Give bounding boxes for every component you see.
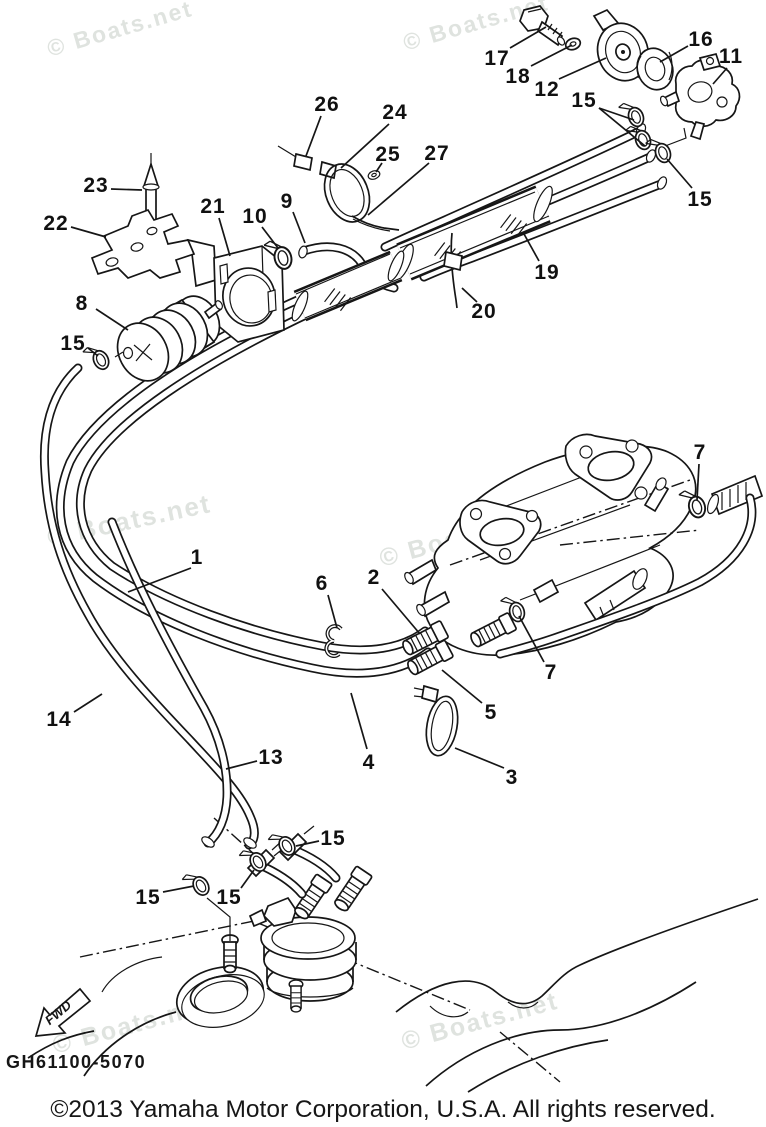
callout-leader-line <box>523 233 540 262</box>
callout-leader-line <box>350 692 368 750</box>
part-callout-15: 15 <box>320 827 345 850</box>
callout-leader-line <box>558 57 607 80</box>
part-callout-27: 27 <box>424 142 449 165</box>
fuel-hoses <box>44 245 428 894</box>
part-callout-9: 9 <box>281 190 294 213</box>
part-callout-11: 11 <box>719 45 743 68</box>
part-callout-7: 7 <box>545 661 558 684</box>
tank-filler-ring <box>175 965 265 1028</box>
callout-leader-line <box>292 211 306 244</box>
callout-leader-line <box>327 594 338 629</box>
part-callout-17: 17 <box>484 47 509 70</box>
part-callout-5: 5 <box>485 701 498 724</box>
part-callout-26: 26 <box>314 93 339 116</box>
callout-leader-line <box>712 67 728 85</box>
copyright-text: ©2013 Yamaha Motor Corporation, U.S.A. A… <box>50 1096 716 1123</box>
part-callout-1: 1 <box>191 546 204 569</box>
callout-leader-line <box>110 188 143 191</box>
watermark: © Boats.net <box>44 0 195 61</box>
callout-leader-line <box>73 693 103 713</box>
callout-leader-line <box>659 45 689 63</box>
callout-leader-line <box>381 588 421 635</box>
callout-leader-line <box>461 287 478 303</box>
callout-leader-line <box>162 885 195 893</box>
callout-leader-line <box>598 107 646 147</box>
watermark: © Boats.net <box>398 987 561 1056</box>
callout-leader-line <box>367 162 430 216</box>
part-callout-15: 15 <box>687 188 712 211</box>
cable-tie-20 <box>443 232 463 309</box>
bracket-22 <box>90 208 217 288</box>
part-callout-18: 18 <box>505 65 530 88</box>
callout-leader-line <box>240 869 255 889</box>
callout-leader-line <box>509 26 547 49</box>
bottom-fittings <box>180 825 315 902</box>
callout-leader-line <box>218 217 231 257</box>
part-callout-19: 19 <box>534 261 559 284</box>
part-callout-13: 13 <box>258 746 283 769</box>
cable-tie-3 <box>413 684 459 757</box>
callout-leader-line <box>340 123 390 169</box>
filter-holder-21 <box>213 245 285 343</box>
part-callout-24: 24 <box>382 101 407 124</box>
part-callout-10: 10 <box>242 205 267 228</box>
part-callout-2: 2 <box>368 566 381 589</box>
cable-tie-cluster <box>277 145 400 232</box>
part-callout-15: 15 <box>135 886 160 909</box>
part-callout-7: 7 <box>694 441 707 464</box>
pipe-clip-6 <box>324 624 343 658</box>
callout-leader-line <box>87 347 99 357</box>
part-callout-21: 21 <box>200 195 225 218</box>
part-callout-23: 23 <box>83 174 108 197</box>
part-callout-6: 6 <box>316 572 329 595</box>
part-callout-4: 4 <box>363 751 376 774</box>
callout-leader-line <box>127 567 192 593</box>
callout-leader-line <box>305 115 322 157</box>
part-callout-15: 15 <box>60 332 85 355</box>
callout-leader-line <box>375 162 383 173</box>
fuel-tank: FWD <box>27 898 759 1093</box>
part-callout-8: 8 <box>76 292 89 315</box>
part-callout-22: 22 <box>43 212 68 235</box>
callout-leader-line <box>666 158 693 189</box>
callout-leader-line <box>696 463 700 501</box>
part-callout-16: 16 <box>688 28 713 51</box>
part-callout-12: 12 <box>534 78 559 101</box>
part-callout-25: 25 <box>375 143 400 166</box>
part-callout-14: 14 <box>46 708 71 731</box>
callout-leader-line <box>518 615 545 663</box>
part-callout-15: 15 <box>216 886 241 909</box>
carburetor-assembly <box>404 433 764 655</box>
fuel-filter-8 <box>114 295 223 382</box>
part-callout-3: 3 <box>506 766 519 789</box>
callout-leader-line <box>454 747 505 769</box>
callout-leader-line <box>70 226 107 238</box>
callout-leader-line <box>530 44 573 67</box>
part-callout-20: 20 <box>471 300 496 323</box>
fuel-pickup-unit <box>206 817 374 1013</box>
callout-leader-line <box>95 308 129 331</box>
callout-leader-line <box>441 669 483 704</box>
callout-leader-line <box>225 760 258 770</box>
protective-sleeve-19 <box>289 184 556 323</box>
hose-clamp-15 <box>81 340 113 376</box>
drawing-number: GH61100-5070 <box>6 1052 147 1072</box>
part-callout-15: 15 <box>571 89 596 112</box>
callout-leader-line <box>598 107 635 121</box>
joint-cluster <box>519 5 741 168</box>
callout-leader-line <box>261 226 279 249</box>
callout-leader-line <box>295 840 320 847</box>
